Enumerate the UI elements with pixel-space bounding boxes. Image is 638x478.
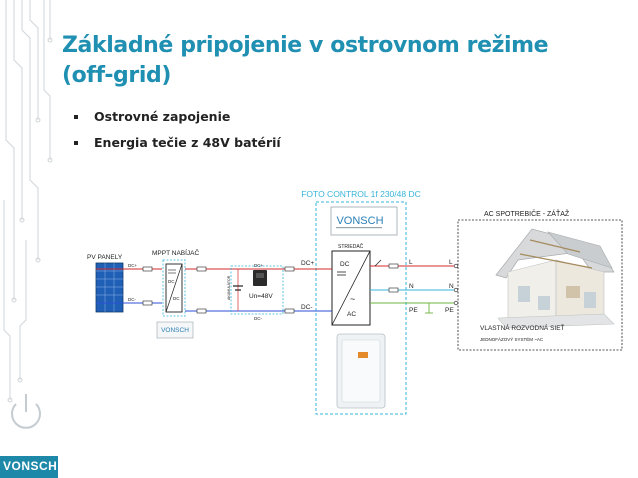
sidebar-logo-text: VONSCH xyxy=(3,459,58,473)
mppt-dc-bottom: DC xyxy=(173,296,180,301)
mppt-dc-top: DC xyxy=(168,279,175,284)
mppt-logo: VONSCH xyxy=(161,327,189,334)
fuse-icon xyxy=(388,287,399,293)
dc-plus-label: DC+ xyxy=(301,260,314,267)
in-L: L xyxy=(449,259,453,266)
battery-box xyxy=(230,265,284,315)
svg-text:DC+: DC+ xyxy=(128,263,137,268)
page-title: Základné pripojenie v ostrovnom režime (… xyxy=(62,31,622,91)
ac-load-box xyxy=(457,219,623,351)
single-phase-label: JEDNOFÁZOVÝ SYSTÉM ~AC xyxy=(480,336,544,342)
in-PE: PE xyxy=(445,307,454,314)
circuit-pattern xyxy=(3,0,53,429)
sidebar: VONSCH xyxy=(0,0,58,478)
device-title: FOTO CONTROL 1f 230/48 DC xyxy=(301,189,421,199)
fuse-icon xyxy=(284,266,295,272)
device-logo: VONSCH xyxy=(336,215,383,227)
title-line-2: (off-grid) xyxy=(62,63,171,88)
inverter-label: STRIEDAČ xyxy=(338,243,364,250)
in-N: N xyxy=(449,283,454,290)
bullet-item: Energia tečie z 48V batérií xyxy=(74,135,281,161)
pv-panel xyxy=(95,262,124,313)
svg-text:DC-: DC- xyxy=(254,316,262,321)
battery-vertical-label: AKUMULÁTOR xyxy=(227,275,231,300)
distribution-label: VLASTNÁ ROZVODNÁ SIEŤ xyxy=(480,323,565,332)
dc-minus-label: DC- xyxy=(301,304,313,311)
svg-text:DC-: DC- xyxy=(128,297,136,302)
fuse-icon xyxy=(196,308,207,314)
mppt-logo-box xyxy=(156,321,194,339)
battery-label: Un=48V xyxy=(249,293,273,300)
svg-text:DC+: DC+ xyxy=(254,263,263,268)
bullet-list: Ostrovné zapojenie Energia tečie z 48V b… xyxy=(74,109,281,161)
device-logo-subline xyxy=(336,227,382,229)
title-line-1: Základné pripojenie v ostrovnom režime xyxy=(62,33,549,58)
ac-title: AC SPOTREBIČE - ZÁŤAŽ xyxy=(484,209,570,218)
fuse-icon xyxy=(196,266,207,272)
svg-text:~: ~ xyxy=(350,294,355,304)
pv-label: PV PANELY xyxy=(87,254,123,261)
bullet-item: Ostrovné zapojenie xyxy=(74,109,281,135)
mppt-label: MPPT NABÍJAČ xyxy=(152,248,200,257)
sidebar-logo: VONSCH xyxy=(0,456,58,478)
inverter-ac: AC xyxy=(347,311,356,318)
inverter-dc: DC xyxy=(340,261,350,268)
device-logo-box xyxy=(330,206,398,236)
fuse-icon xyxy=(142,300,153,306)
out-PE: PE xyxy=(409,307,418,314)
mppt-box xyxy=(162,259,186,317)
fuse-icon xyxy=(284,308,295,314)
fuse-icon xyxy=(142,266,153,272)
fuse-icon xyxy=(388,263,399,269)
device-box xyxy=(315,201,407,415)
power-icon xyxy=(11,394,41,429)
out-N: N xyxy=(409,283,414,290)
house-illustration xyxy=(495,228,615,329)
out-L: L xyxy=(409,259,413,266)
